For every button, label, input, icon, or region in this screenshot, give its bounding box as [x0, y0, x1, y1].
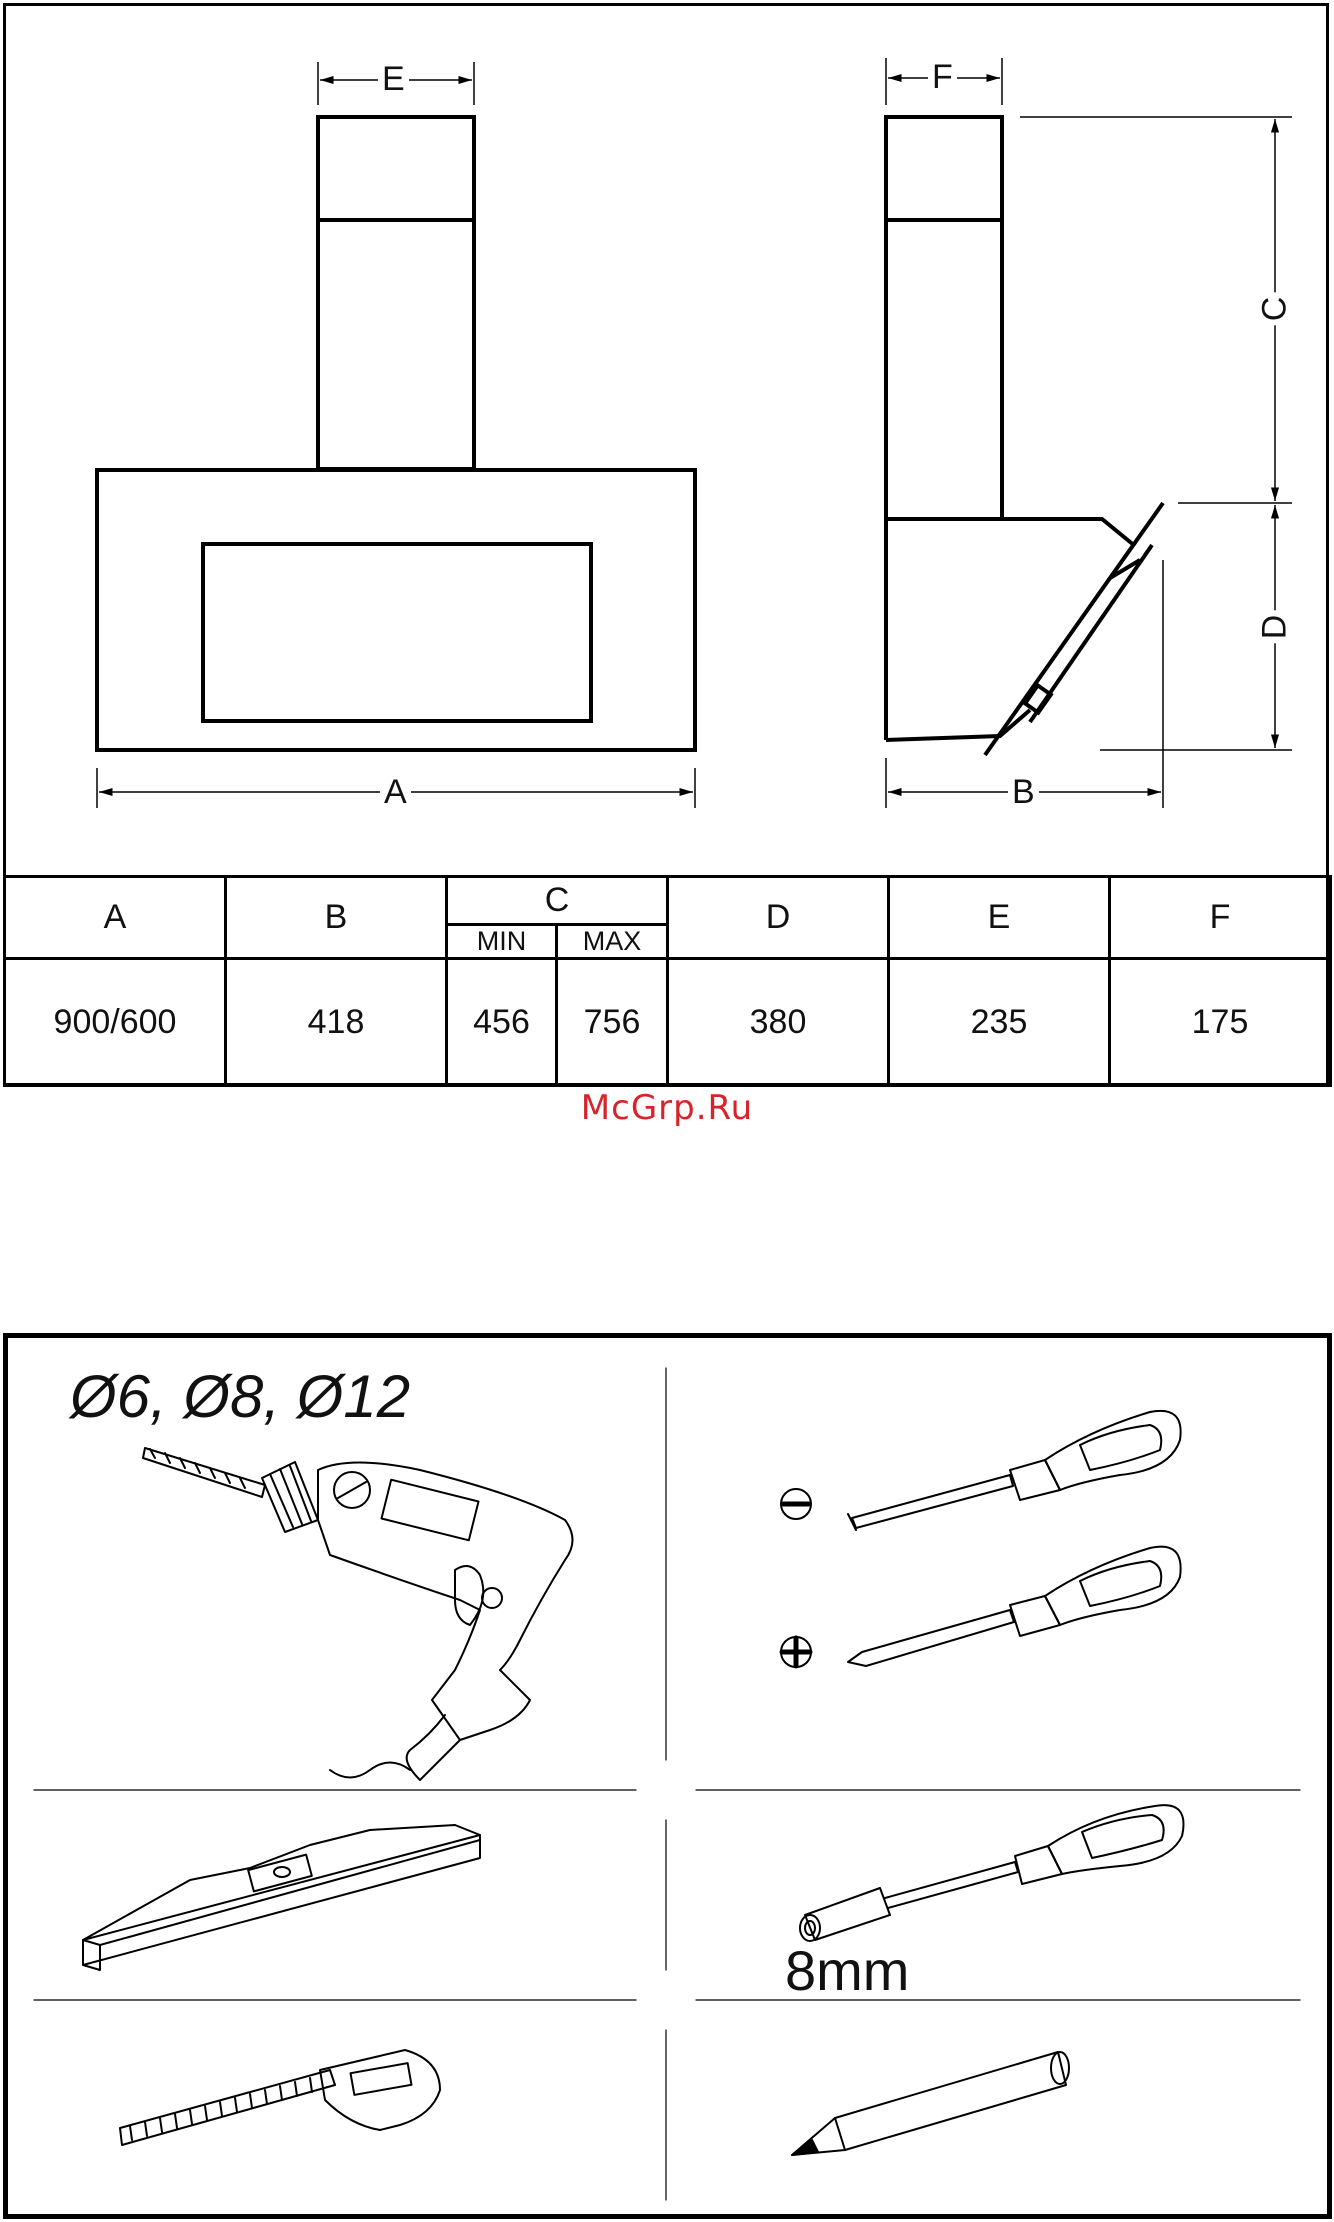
drill-bit-sizes: Ø6, Ø8, Ø12	[70, 1362, 410, 1431]
tape-measure-icon	[120, 2050, 440, 2145]
pencil-icon	[792, 2052, 1069, 2155]
phillips-screwdriver-icon	[781, 1547, 1181, 1667]
socket-size-label: 8mm	[785, 1938, 909, 2003]
drill-icon	[143, 1448, 573, 1780]
tool-grid-dividers	[34, 1368, 1300, 2200]
spirit-level-icon	[83, 1825, 480, 1970]
socket-driver-icon	[800, 1805, 1183, 1941]
flat-screwdriver-icon	[781, 1411, 1181, 1530]
